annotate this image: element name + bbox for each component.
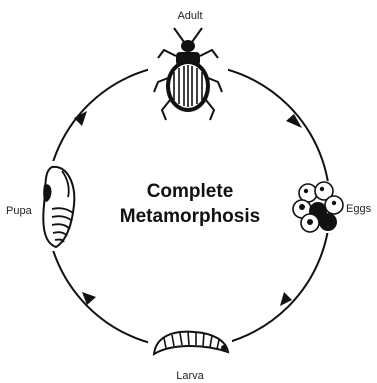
- label-eggs: Eggs: [346, 203, 372, 215]
- label-pupa: Pupa: [6, 205, 33, 217]
- pupa-icon: [40, 161, 78, 251]
- eggs-icon: [293, 181, 343, 233]
- title-line-1: Complete: [147, 181, 234, 202]
- larva-icon: [148, 328, 232, 358]
- title-line-2: Metamorphosis: [120, 206, 260, 227]
- adult-beetle-icon: [148, 24, 228, 134]
- arrow-adult-to-eggs: [286, 114, 302, 128]
- label-larva: Larva: [176, 370, 204, 382]
- label-adult: Adult: [177, 10, 202, 22]
